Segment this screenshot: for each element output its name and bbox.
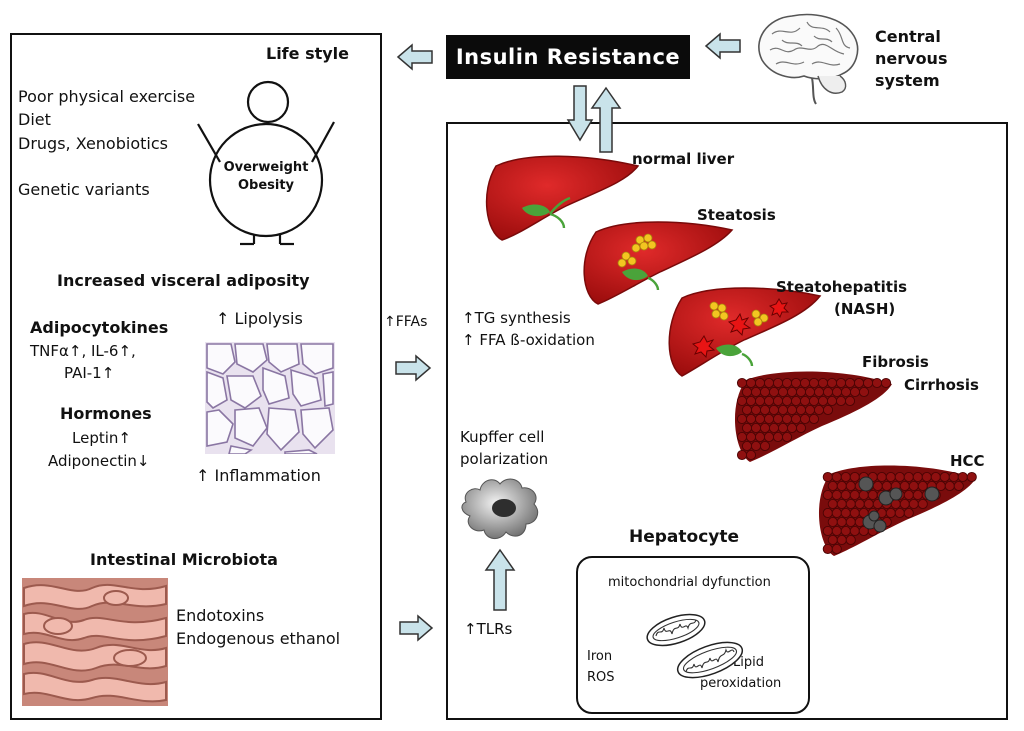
arrow-down-ir [566, 85, 594, 142]
microbiota-title: Intestinal Microbiota [90, 550, 278, 569]
fibrosis-label: Fibrosis [862, 353, 929, 371]
tg-synthesis-label: ↑TG synthesis [462, 309, 571, 327]
lipid-label-2: peroxidation [700, 676, 782, 691]
tlrs-label: ↑TLRs [464, 620, 513, 638]
mitochondria-icon [646, 613, 744, 679]
arrow-microbiota [399, 614, 434, 642]
insulin-resistance-label: Insulin Resistance [455, 45, 681, 69]
adipocytokines-line-1: TNFα↑, IL-6↑, [30, 342, 136, 360]
factor-1: Poor physical exercise [18, 87, 196, 106]
arrow-to-lifestyle [396, 43, 433, 71]
normal-liver-icon [485, 155, 640, 241]
cirrhosis-label: Cirrhosis [904, 376, 979, 394]
ffa-oxidation-label: ↑ FFA ß-oxidation [462, 331, 595, 349]
iron-label: Iron [587, 649, 613, 664]
obese-figure-icon [197, 80, 335, 246]
hcc-label: HCC [950, 452, 985, 470]
overweight-label: Overweight [223, 160, 309, 175]
arrow-from-cns [704, 32, 741, 60]
microbiota-line-2: Endogenous ethanol [176, 629, 341, 648]
life-style-label: Life style [266, 44, 349, 63]
steatosis-label: Steatosis [697, 206, 776, 224]
hepatocyte-title: Hepatocyte [629, 527, 740, 547]
hormones-title: Hormones [60, 404, 152, 423]
kupffer-cell-icon [461, 478, 539, 539]
nash-label: (NASH) [834, 300, 896, 318]
factor-4: Genetic variants [18, 180, 150, 199]
arrow-ffas [395, 354, 432, 382]
lipid-label-1: Lipid [733, 655, 764, 670]
kupffer-label-2: polarization [460, 450, 549, 468]
kupffer-label-1: Kupffer cell [460, 428, 545, 446]
mito-label: mitochondrial dyfunction [608, 575, 771, 590]
brain-icon [758, 13, 859, 105]
hormones-line-2: Adiponectin↓ [48, 452, 150, 470]
adipose-tissue-image [205, 342, 335, 454]
adipocytokines-title: Adipocytokines [30, 318, 169, 337]
livers-layer [485, 155, 977, 556]
cns-label: Central nervous system [875, 27, 948, 90]
steatohepatitis-label: Steatohepatitis [776, 278, 908, 296]
obesity-label: Obesity [237, 178, 295, 193]
nash-liver-icon [668, 287, 822, 377]
microbiota-line-1: Endotoxins [176, 606, 265, 625]
normal-liver-label: normal liver [632, 150, 735, 168]
factor-2: Diet [18, 110, 51, 129]
adipocytokines-line-2: PAI-1↑ [64, 364, 115, 382]
arrow-tlrs [484, 548, 516, 611]
ffas-label: ↑FFAs [384, 314, 428, 330]
arrow-up-ir [590, 86, 622, 153]
intestine-image [22, 578, 168, 706]
hormones-line-1: Leptin↑ [72, 429, 131, 447]
factor-3: Drugs, Xenobiotics [18, 134, 168, 153]
inflammation-label: ↑ Inflammation [196, 466, 321, 485]
insulin-resistance-box: Insulin Resistance [446, 35, 690, 79]
ros-label: ROS [587, 670, 615, 685]
steatosis-liver-icon [583, 221, 734, 305]
lipolysis-label: ↑ Lipolysis [216, 309, 303, 328]
cirrhosis-liver-icon [734, 371, 892, 462]
visceral-title: Increased visceral adiposity [57, 271, 310, 290]
hcc-liver-icon [818, 465, 977, 556]
